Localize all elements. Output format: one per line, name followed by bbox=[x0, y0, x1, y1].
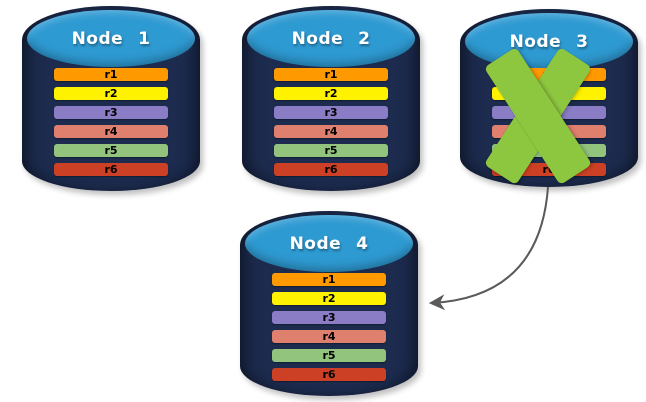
row-r5: r5 bbox=[54, 144, 168, 157]
cylinder-top: Node 1 bbox=[27, 10, 195, 67]
node-title: Node 3 bbox=[509, 31, 589, 52]
arrow-curve bbox=[428, 186, 549, 311]
row-r6: r6 bbox=[274, 163, 388, 176]
row-r2: r2 bbox=[274, 87, 388, 100]
row-r1: r1 bbox=[274, 68, 388, 81]
row-r4: r4 bbox=[274, 125, 388, 138]
row-stack: r1 r2 r3 r4 r5 r6 bbox=[54, 68, 168, 176]
row-stack: r1 r2 r3 r4 r5 r6 bbox=[274, 68, 388, 176]
db-node-2: Node 2 r1 r2 r3 r4 r5 r6 bbox=[242, 6, 420, 191]
row-r4: r4 bbox=[54, 125, 168, 138]
row-r5: r5 bbox=[272, 349, 386, 362]
row-r3: r3 bbox=[272, 311, 386, 324]
row-r6: r6 bbox=[272, 368, 386, 381]
db-node-3: Node 3 r1 r2 r3 r4 r5 r6 bbox=[460, 9, 638, 187]
node-title: Node 1 bbox=[71, 28, 151, 49]
row-r2: r2 bbox=[54, 87, 168, 100]
db-node-4: Node 4 r1 r2 r3 r4 r5 r6 bbox=[240, 211, 418, 396]
cylinder-top: Node 2 bbox=[247, 10, 415, 67]
row-r1: r1 bbox=[272, 273, 386, 286]
node-title: Node 2 bbox=[291, 28, 371, 49]
row-r6: r6 bbox=[54, 163, 168, 176]
failure-x-mark bbox=[483, 46, 593, 186]
row-stack: r1 r2 r3 r4 r5 r6 bbox=[272, 273, 386, 381]
row-r3: r3 bbox=[274, 106, 388, 119]
row-r1: r1 bbox=[54, 68, 168, 81]
cylinder-top: Node 4 bbox=[245, 215, 413, 272]
row-r2: r2 bbox=[272, 292, 386, 305]
db-node-1: Node 1 r1 r2 r3 r4 r5 r6 bbox=[22, 6, 200, 191]
row-r3: r3 bbox=[54, 106, 168, 119]
row-r5: r5 bbox=[274, 144, 388, 157]
row-r4: r4 bbox=[272, 330, 386, 343]
node-title: Node 4 bbox=[289, 233, 369, 254]
